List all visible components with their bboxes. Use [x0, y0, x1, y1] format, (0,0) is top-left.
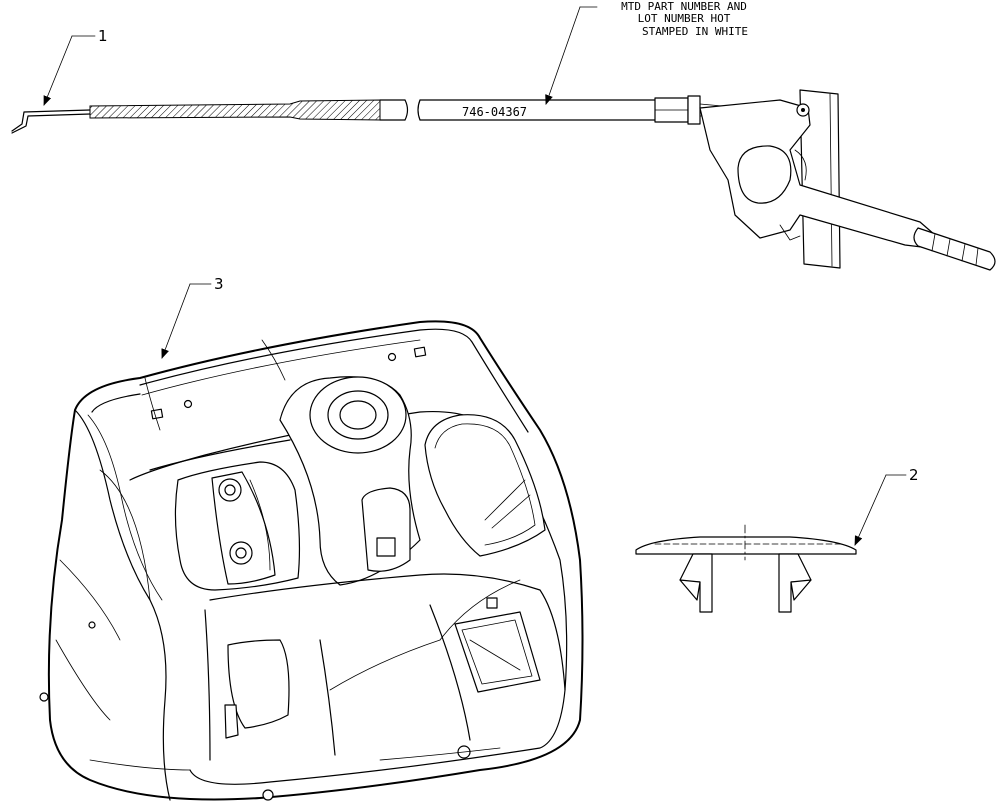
callout-1: 1 — [43, 27, 108, 106]
note-line-1: MTD PART NUMBER AND — [621, 0, 747, 13]
callout-2-label: 2 — [909, 466, 919, 484]
part-number-note: MTD PART NUMBER AND LOT NUMBER HOT STAMP… — [545, 0, 748, 105]
callout-3: 3 — [161, 275, 224, 359]
note-line-2: LOT NUMBER HOT — [638, 12, 731, 25]
push-pin-plug — [635, 524, 857, 613]
callout-1-label: 1 — [98, 27, 108, 45]
throttle-lever-assembly — [699, 89, 996, 271]
throttle-cable: 746-04367 — [11, 95, 801, 134]
cable-part-number: 746-04367 — [462, 105, 527, 119]
callout-2: 2 — [854, 466, 919, 546]
callout-3-label: 3 — [214, 275, 224, 293]
control-console — [39, 320, 584, 801]
note-line-3: STAMPED IN WHITE — [642, 25, 748, 38]
